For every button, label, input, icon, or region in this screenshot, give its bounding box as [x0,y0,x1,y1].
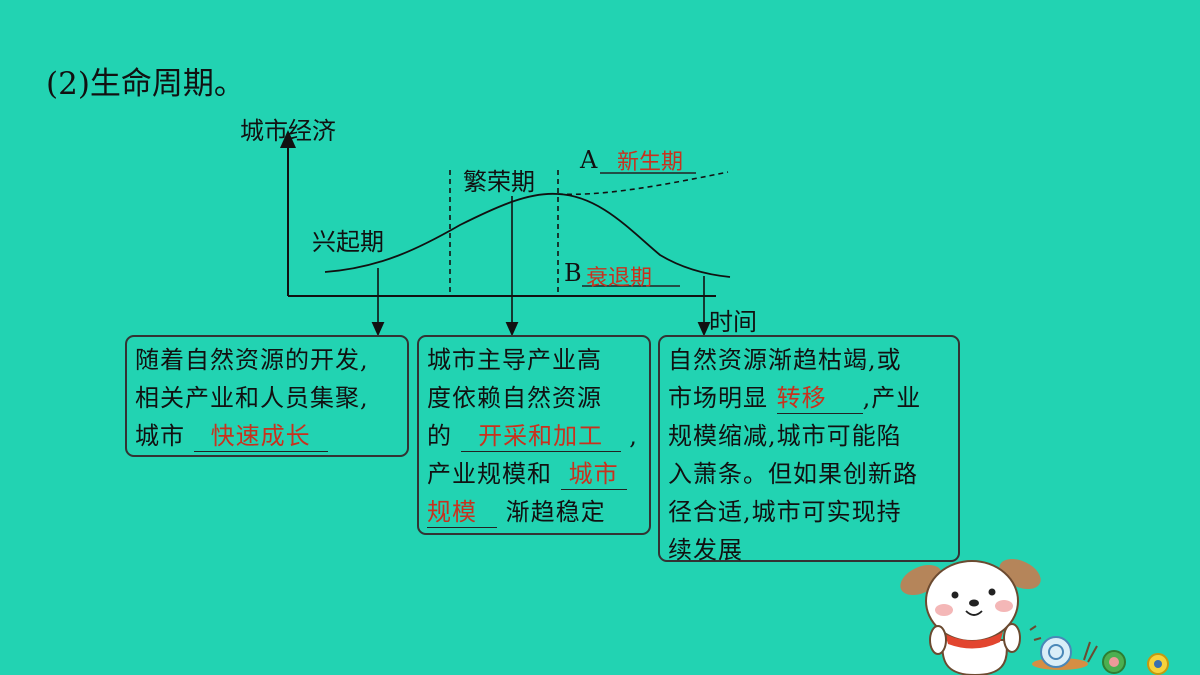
life-cycle-curve [324,192,731,278]
snail-icon [1032,636,1098,670]
box2-line5: 规模 渐趋稳定 [427,493,641,531]
box3-answer-blank: 转移 [776,383,863,414]
box3-line2-prefix: 市场明显 [668,384,768,412]
stage-box-rise: 随着自然资源的开发, 相关产业和人员集聚, 城市 快速成长 [125,335,409,457]
box2-answer2-part2: 规模 [427,497,497,528]
renewal-dashed-curve [557,171,729,196]
box2-answer2-part1: 城市 [560,459,627,490]
box2-line1: 城市主导产业高 [427,346,602,374]
curve-b-answer: 衰退期 [586,266,653,291]
box1-line2: 相关产业和人员集聚, [135,384,369,412]
box2-answer1-blank: 开采和加工 [460,421,621,452]
box2-line3: 的 开采和加工 , [427,417,641,455]
box1-line3-prefix: 城市 [135,422,185,450]
box3-line4: 入萧条。但如果创新路 [668,460,918,488]
box1-line3: 城市 快速成长 [135,417,399,455]
snail-shell-small-icon [1147,653,1169,675]
box2-line3-prefix: 的 [427,422,452,450]
curve-a-answer: 新生期 [617,150,684,175]
puppy-icon [900,558,1042,675]
section-heading: (2)生命周期。 [46,66,245,102]
box2-line4: 产业规模和 城市 [427,455,641,493]
stage-box-decline: 自然资源渐趋枯竭,或 市场明显 转移,产业 规模缩减,城市可能陷 入萧条。但如果… [658,335,960,564]
box3-line1: 自然资源渐趋枯竭,或 [668,346,902,374]
stage-prosper-label: 繁荣期 [463,168,535,196]
box3-line2-suffix: ,产业 [862,384,922,412]
box2-line3-suffix: , [629,422,638,450]
stage-box-prosper: 城市主导产业高 度依赖自然资源 的 开采和加工 , 产业规模和 城市 规模 渐趋… [417,335,651,535]
box3-line2: 市场明显 转移,产业 [668,379,950,417]
box1-answer-blank: 快速成长 [193,421,328,452]
box3-line6: 续发展 [668,536,743,564]
curve-b-letter: B [564,259,582,287]
stage-rise-label: 兴起期 [312,228,384,256]
x-axis-label: 时间 [709,308,757,336]
box1-line1: 随着自然资源的开发, [135,346,369,374]
curve-a-letter: A [580,146,598,174]
box2-line5-suffix: 渐趋稳定 [505,498,606,526]
box2-line4-prefix: 产业规模和 [427,460,552,488]
box3-line3: 规模缩减,城市可能陷 [668,422,902,450]
box2-line2: 度依赖自然资源 [427,384,602,412]
box3-line5: 径合适,城市可实现持 [668,498,902,526]
y-axis-label: 城市经济 [240,117,336,145]
snail-shell-icon [1102,650,1126,674]
